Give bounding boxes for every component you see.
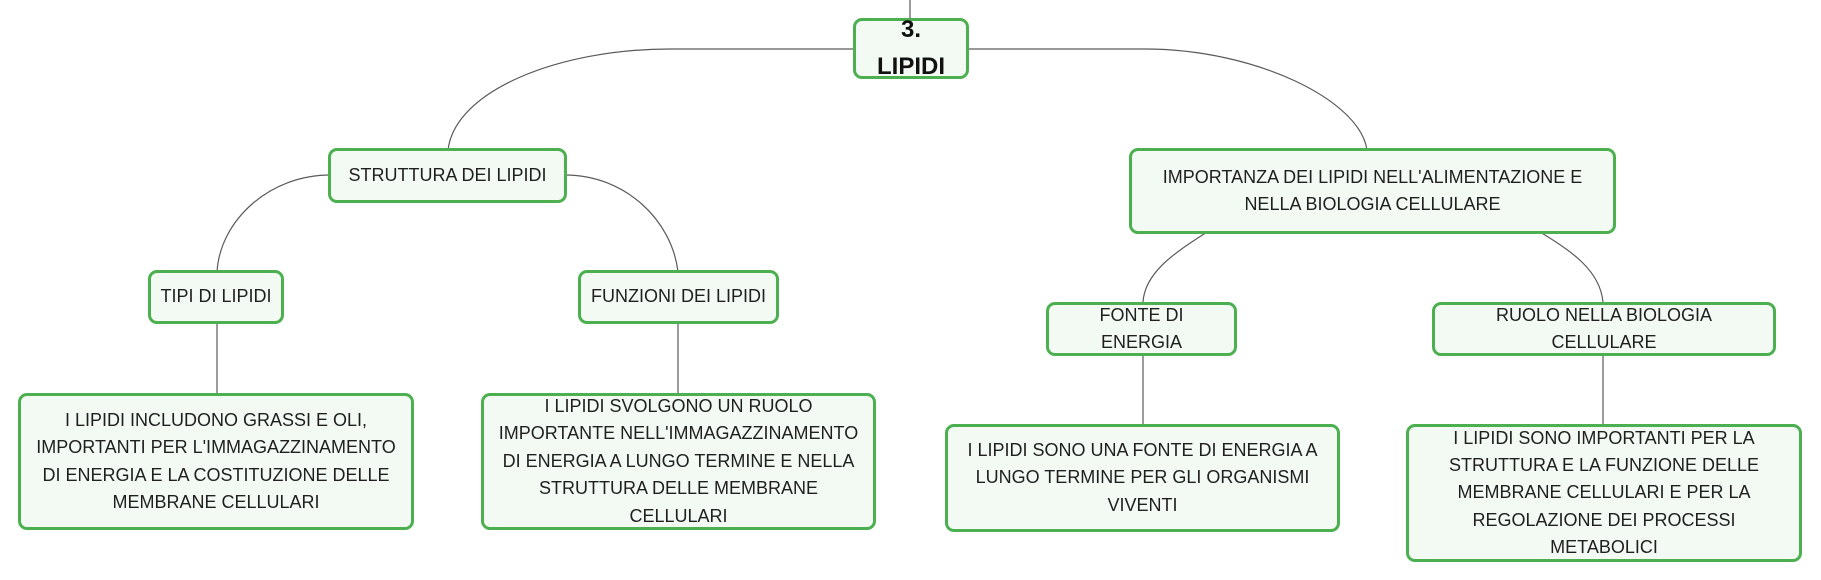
importanza-node[interactable]: IMPORTANZA DEI LIPIDI NELL'ALIMENTAZIONE…: [1129, 148, 1616, 234]
tipi-node[interactable]: TIPI DI LIPIDI: [148, 270, 284, 324]
connector-struttura-tipi: [216, 174, 331, 273]
tipi-detail-text: I LIPIDI INCLUDONO GRASSI E OLI, IMPORTA…: [36, 409, 396, 512]
importanza-node-label: IMPORTANZA DEI LIPIDI NELL'ALIMENTAZIONE…: [1162, 166, 1583, 214]
connector-importanza-ruolo: [1539, 231, 1604, 303]
connector-importanza-energia: [1142, 231, 1208, 303]
tipi-node-label: TIPI DI LIPIDI: [160, 286, 272, 307]
connector-root-struttura: [447, 48, 855, 151]
ruolo-detail-text: I LIPIDI SONO IMPORTANTI PER LA STRUTTUR…: [1448, 427, 1760, 558]
energia-detail-node[interactable]: I LIPIDI SONO UNA FONTE DI ENERGIA A LUN…: [945, 424, 1340, 532]
funzioni-node-label: FUNZIONI DEI LIPIDI: [590, 286, 767, 307]
struttura-node[interactable]: STRUTTURA DEI LIPIDI: [328, 148, 567, 203]
energia-detail-text: I LIPIDI SONO UNA FONTE DI ENERGIA A LUN…: [967, 439, 1318, 515]
struttura-node-label: STRUTTURA DEI LIPIDI: [348, 164, 547, 185]
ruolo-detail-node[interactable]: I LIPIDI SONO IMPORTANTI PER LA STRUTTUR…: [1406, 424, 1802, 562]
funzioni-node[interactable]: FUNZIONI DEI LIPIDI: [578, 270, 779, 324]
energia-node[interactable]: FONTE DI ENERGIA: [1046, 302, 1237, 356]
funzioni-detail-node[interactable]: I LIPIDI SVOLGONO UN RUOLO IMPORTANTE NE…: [481, 393, 876, 530]
tipi-detail-node[interactable]: I LIPIDI INCLUDONO GRASSI E OLI, IMPORTA…: [18, 393, 414, 530]
ruolo-node[interactable]: RUOLO NELLA BIOLOGIA CELLULARE: [1432, 302, 1776, 356]
connector-struttura-funzioni: [564, 174, 679, 273]
energia-node-label: FONTE DI ENERGIA: [1099, 304, 1184, 352]
ruolo-node-label: RUOLO NELLA BIOLOGIA CELLULARE: [1495, 304, 1713, 352]
funzioni-detail-text: I LIPIDI SVOLGONO UN RUOLO IMPORTANTE NE…: [498, 396, 859, 526]
root-node-label: 3. LIPIDI: [876, 16, 945, 80]
root-node[interactable]: 3. LIPIDI: [853, 16, 969, 80]
connector-root-importanza: [967, 48, 1368, 151]
